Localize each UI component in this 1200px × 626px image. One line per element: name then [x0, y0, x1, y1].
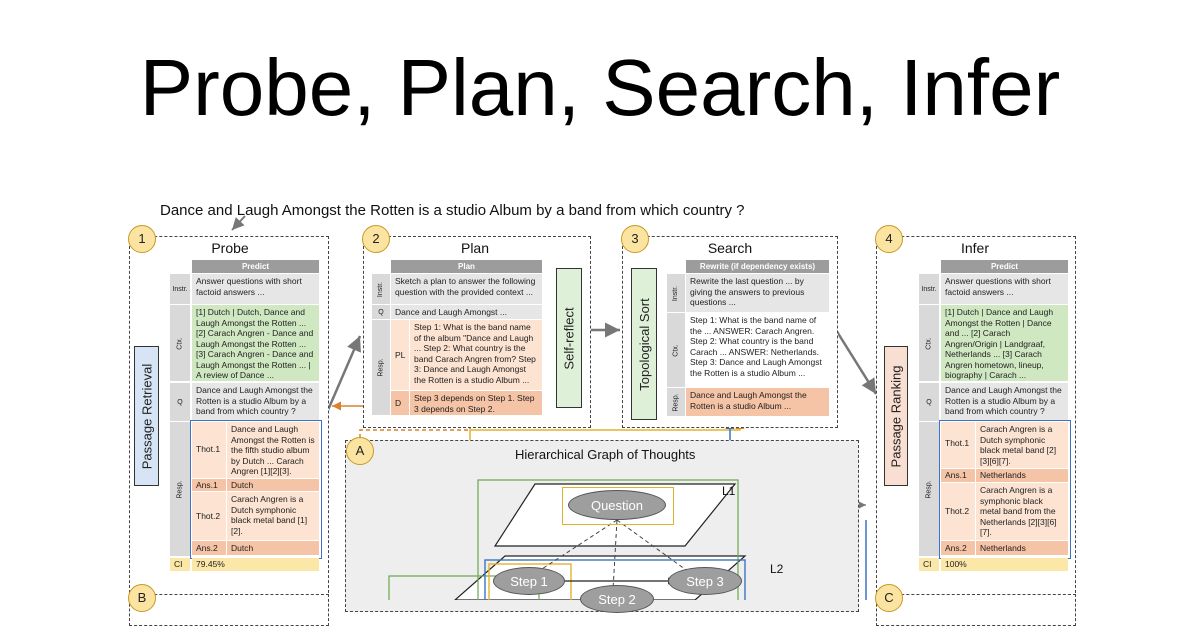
infer-title: Infer	[960, 240, 989, 256]
plan-pl: Step 1: What is the band name of the alb…	[410, 320, 542, 390]
probe-q: Dance and Laugh Amongst the Rotten is a …	[192, 383, 319, 421]
infer-thot1-label: Thot.1	[941, 422, 975, 468]
infer-thot2-label: Thot.2	[941, 483, 975, 540]
probe-instr-label: Instr.	[170, 274, 190, 304]
panel-c	[876, 594, 1076, 626]
infer-thot2: Carach Angren is a symphonic black metal…	[976, 483, 1068, 540]
hgt-step3-node: Step 3	[668, 567, 742, 595]
infer-ans2-label: Ans.2	[941, 541, 975, 555]
probe-header-predict: Predict	[192, 260, 319, 273]
infer-thot1: Carach Angren is a Dutch symphonic black…	[976, 422, 1068, 468]
infer-ans1-label: Ans.1	[941, 469, 975, 482]
probe-ans2: Dutch	[227, 541, 319, 555]
probe-q-label: Q	[170, 383, 190, 421]
probe-ctx: [1] Dutch | Dutch, Dance and Laugh Among…	[192, 305, 319, 381]
search-instr: Rewrite the last question ... by giving …	[686, 274, 829, 312]
plan-instr-label: Instr.	[372, 274, 390, 304]
probe-ans2-label: Ans.2	[192, 541, 226, 555]
probe-thot1-label: Thot.1	[192, 422, 226, 478]
plan-title: Plan	[460, 240, 490, 256]
hgt-l2-label: L2	[770, 562, 784, 576]
infer-response-frame	[939, 420, 1071, 559]
panel-b	[129, 594, 329, 626]
passage-retrieval-box: Passage Retrieval	[134, 346, 159, 486]
plan-d: Step 3 depends on Step 1. Step 3 depends…	[410, 391, 542, 415]
plan-pl-label: PL	[391, 320, 409, 390]
badge-probe: 1	[128, 225, 156, 253]
search-instr-label: Instr.	[667, 274, 685, 312]
badge-plan: 2	[362, 225, 390, 253]
plan-header: Plan	[391, 260, 542, 273]
probe-instr: Answer questions with short factoid answ…	[192, 274, 319, 304]
search-resp-label: Resp.	[667, 388, 685, 416]
search-resp: Dance and Laugh Amongst the Rotten is a …	[686, 388, 829, 416]
infer-instr-label: Instr.	[919, 274, 939, 304]
infer-instr: Answer questions with short factoid answ…	[941, 274, 1068, 304]
probe-thot2: Carach Angren is a Dutch symphonic black…	[227, 492, 319, 540]
passage-ranking-box: Passage Ranking	[884, 346, 908, 486]
probe-response-frame	[190, 420, 322, 559]
hgt-l1-label: L1	[722, 484, 736, 498]
badge-a: A	[346, 437, 374, 465]
probe-ctx-label: Ctx.	[170, 305, 190, 381]
badge-b: B	[128, 584, 156, 612]
probe-ci-label: CI	[170, 558, 190, 571]
search-ctx: Step 1: What is the band name of the ...…	[686, 313, 829, 387]
question-text: Dance and Laugh Amongst the Rotten is a …	[160, 202, 745, 219]
infer-q-label: Q	[919, 383, 939, 421]
plan-q: Dance and Laugh Amongst ...	[391, 305, 542, 319]
hgt-step1-node: Step 1	[493, 567, 565, 595]
infer-ci: 100%	[941, 558, 1068, 571]
infer-ctx: [1] Dutch | Dance and Laugh Amongst the …	[941, 305, 1068, 381]
plan-instr: Sketch a plan to answer the following qu…	[391, 274, 542, 304]
search-title: Search	[707, 240, 753, 256]
plan-resp-label: Resp.	[372, 320, 390, 415]
badge-c: C	[875, 584, 903, 612]
hgt-question-node: Question	[568, 490, 666, 520]
search-ctx-label: Ctx.	[667, 313, 685, 387]
plan-d-label: D	[391, 391, 409, 415]
page-title: Probe, Plan, Search, Infer	[139, 43, 1061, 132]
hgt-question-frame	[562, 487, 674, 525]
hgt-step2-node: Step 2	[580, 585, 654, 613]
self-reflect-box: Self-reflect	[556, 268, 582, 408]
hgt-title: Hierarchical Graph of Thoughts	[515, 447, 696, 462]
infer-resp-label: Resp.	[919, 422, 939, 556]
badge-search: 3	[621, 225, 649, 253]
search-header: Rewrite (if dependency exists)	[686, 260, 829, 273]
probe-ci: 79.45%	[192, 558, 319, 571]
topological-sort-box: Topological Sort	[631, 268, 657, 420]
badge-infer: 4	[875, 225, 903, 253]
probe-resp-label: Resp.	[170, 422, 190, 556]
infer-ans1: Netherlands	[976, 469, 1068, 482]
probe-thot2-label: Thot.2	[192, 492, 226, 540]
infer-q: Dance and Laugh Amongst the Rotten is a …	[941, 383, 1068, 421]
infer-ci-label: CI	[919, 558, 939, 571]
probe-ans1-label: Ans.1	[192, 479, 226, 491]
probe-thot1: Dance and Laugh Amongst the Rotten is th…	[227, 422, 319, 478]
plan-q-label: Q	[372, 305, 390, 319]
probe-ans1: Dutch	[227, 479, 319, 491]
infer-ans2: Netherlands	[976, 541, 1068, 555]
probe-title: Probe	[211, 240, 249, 256]
infer-header-predict: Predict	[941, 260, 1068, 273]
infer-ctx-label: Ctx.	[919, 305, 939, 381]
